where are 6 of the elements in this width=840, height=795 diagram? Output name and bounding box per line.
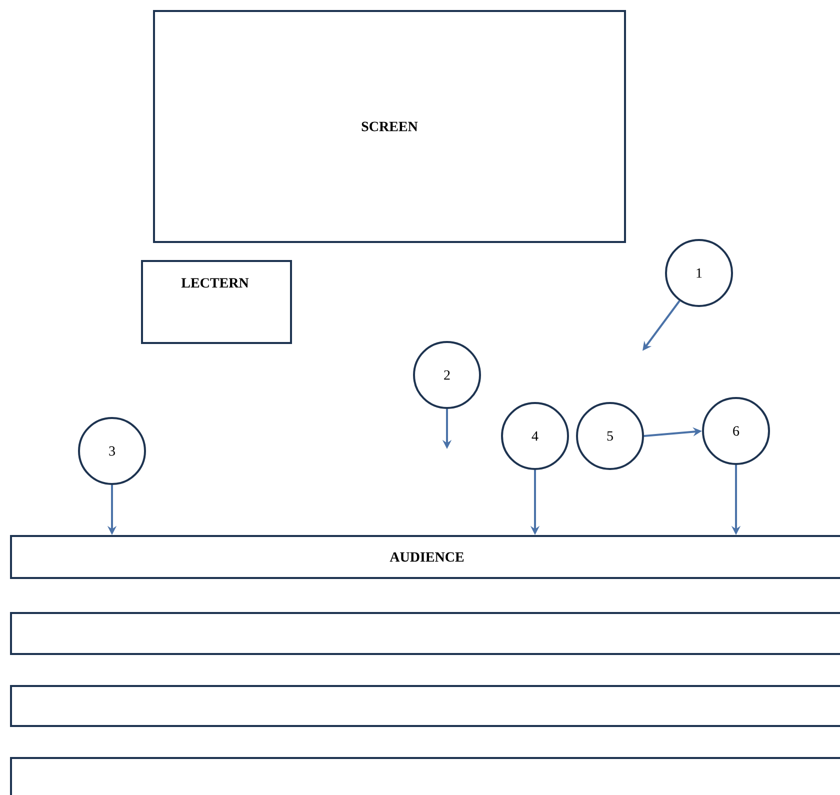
screen-box: SCREEN [153, 10, 626, 243]
audience-row [10, 685, 840, 727]
audience-row [10, 757, 840, 795]
audience-row [10, 612, 840, 655]
lectern-box: LECTERN [141, 260, 292, 344]
audience-row: AUDIENCE [10, 535, 840, 579]
